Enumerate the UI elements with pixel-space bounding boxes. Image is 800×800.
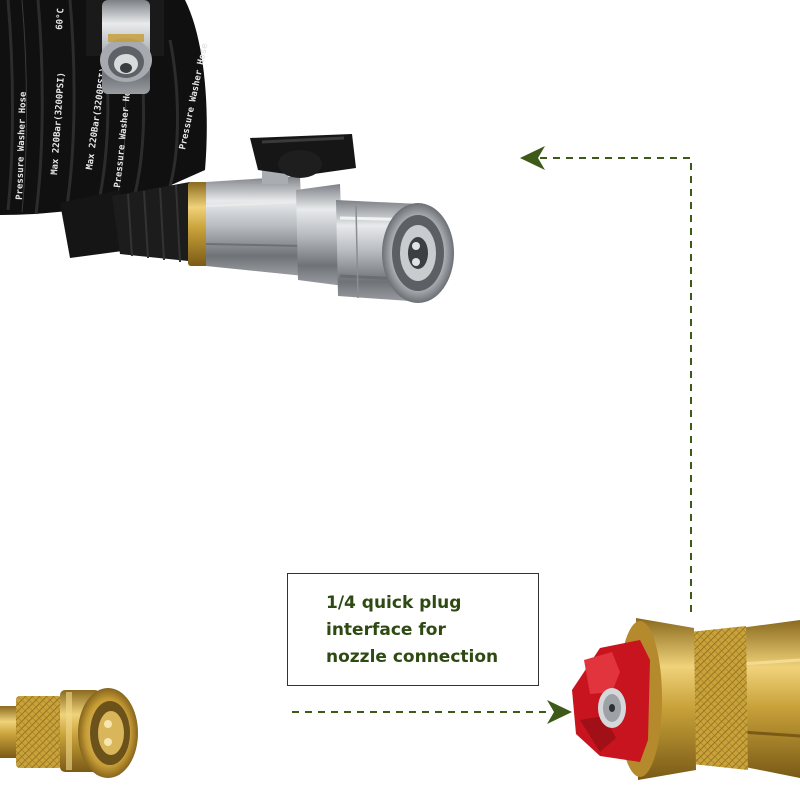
arrow-right-icon [292,700,572,724]
hose-print-c: 60°C [55,8,66,30]
arrow-left-icon [520,146,692,612]
callout-line-2: interface for [326,620,446,640]
callout-box: 1/4 quick plug interface for nozzle conn… [287,573,539,686]
valve-coupler [60,134,454,303]
brass-coupler-small [0,688,138,778]
callout-line-1: 1/4 quick plug [326,593,462,613]
hose-print-b3: Pressure Washer Hose [15,91,29,200]
hose-end-fitting [86,0,164,94]
nozzle-coupler [572,618,800,780]
callout-line-3: nozzle connection [326,647,499,667]
